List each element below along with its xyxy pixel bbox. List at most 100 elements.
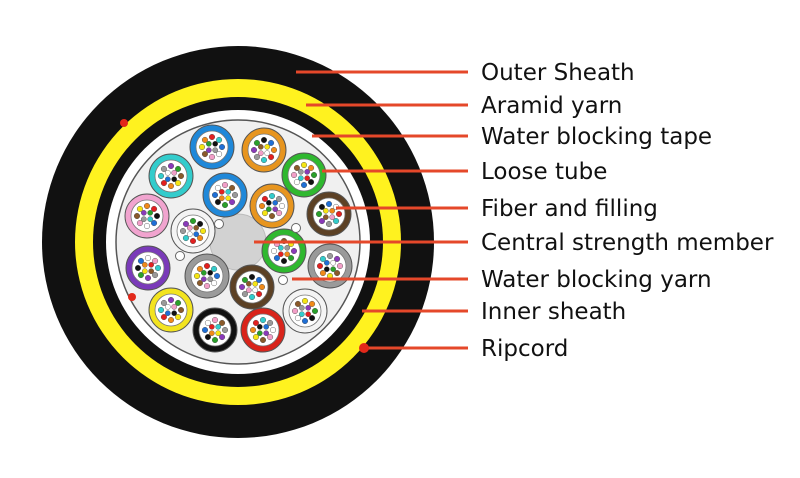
fiber	[334, 270, 341, 277]
fiber	[294, 315, 301, 322]
fiber	[257, 330, 263, 336]
fiber	[326, 200, 333, 207]
fiber	[323, 214, 329, 220]
tube-orange-top	[241, 127, 287, 173]
fiber	[157, 307, 164, 314]
fiber	[216, 136, 223, 143]
fiber	[270, 327, 277, 334]
fiber	[284, 251, 290, 257]
fiber	[203, 263, 210, 270]
fiber	[271, 247, 278, 254]
fiber	[209, 324, 215, 330]
fiber	[147, 210, 153, 216]
ripcord-leader-dot	[359, 343, 369, 353]
fiber	[193, 273, 200, 280]
fiber	[203, 283, 210, 290]
fiber	[273, 255, 280, 262]
fiber	[177, 172, 184, 179]
fiber	[193, 225, 199, 231]
fiber	[182, 220, 189, 227]
fiber	[261, 195, 268, 202]
fiber	[326, 220, 333, 227]
fiber	[171, 304, 177, 310]
label-ripcord: Ripcord	[481, 336, 568, 362]
fiber	[298, 175, 304, 181]
fiber	[221, 201, 228, 208]
fiber	[246, 281, 252, 287]
fiber	[316, 210, 323, 217]
label-water-blocking-tape: Water blocking tape	[481, 124, 712, 150]
ripcord-dot	[128, 293, 136, 301]
fiber	[160, 314, 167, 321]
tube-orange-inner	[249, 183, 295, 229]
fiber	[252, 334, 259, 341]
fiber	[144, 254, 151, 261]
fiber	[144, 275, 151, 282]
fiber	[211, 337, 218, 344]
fiber	[134, 265, 141, 272]
fiber	[179, 227, 186, 234]
fiber	[269, 192, 276, 199]
fiber	[301, 161, 308, 168]
fiber	[219, 334, 226, 341]
fiber	[204, 334, 211, 341]
fiber	[281, 258, 288, 265]
fiber	[319, 270, 326, 277]
fiber	[153, 212, 160, 219]
fiber	[165, 176, 171, 182]
label-aramid-yarn: Aramid yarn	[481, 93, 622, 119]
fiber	[225, 195, 231, 201]
fiber	[318, 218, 325, 225]
fiber	[256, 276, 263, 283]
fiber	[197, 235, 204, 242]
fiber	[177, 307, 184, 314]
fiber	[253, 154, 260, 161]
fiber	[219, 189, 225, 195]
fiber	[248, 294, 255, 301]
fiber	[276, 210, 283, 217]
fiber	[211, 265, 218, 272]
fiber	[249, 327, 256, 334]
fiber	[329, 208, 335, 214]
fiber	[258, 144, 264, 150]
fiber	[167, 317, 174, 324]
fiber	[241, 276, 248, 283]
fiber	[141, 210, 147, 216]
fiber	[136, 205, 143, 212]
tube-white-right	[282, 288, 328, 334]
fiber	[261, 210, 268, 217]
fiber	[231, 191, 238, 198]
label-central-strength-member: Central strength member	[481, 230, 774, 256]
fiber	[250, 146, 257, 153]
fiber	[284, 245, 290, 251]
tube-white-inner	[170, 208, 216, 254]
fiber	[147, 216, 153, 222]
fiber	[267, 334, 274, 341]
fiber	[137, 257, 144, 264]
fiber	[204, 319, 211, 326]
fiber	[219, 319, 226, 326]
fiber	[148, 262, 154, 268]
fiber	[256, 291, 263, 298]
fiber	[151, 220, 158, 227]
fiber	[260, 317, 267, 324]
fiber	[196, 265, 203, 272]
fiber	[259, 202, 266, 209]
fiber	[288, 255, 295, 262]
water-blocking-yarn	[291, 223, 301, 233]
fiber	[175, 314, 182, 321]
fiber	[189, 237, 196, 244]
label-loose-tube: Loose tube	[481, 159, 607, 185]
fiber	[261, 136, 268, 143]
fiber	[266, 206, 272, 212]
fiber	[175, 180, 182, 187]
fiber	[269, 212, 276, 219]
fiber	[221, 327, 228, 334]
fiber	[312, 308, 319, 315]
fiber	[171, 176, 177, 182]
fiber	[252, 287, 258, 293]
fiber	[167, 182, 174, 189]
fiber	[298, 169, 304, 175]
fiber	[305, 305, 311, 311]
fiber	[334, 255, 341, 262]
